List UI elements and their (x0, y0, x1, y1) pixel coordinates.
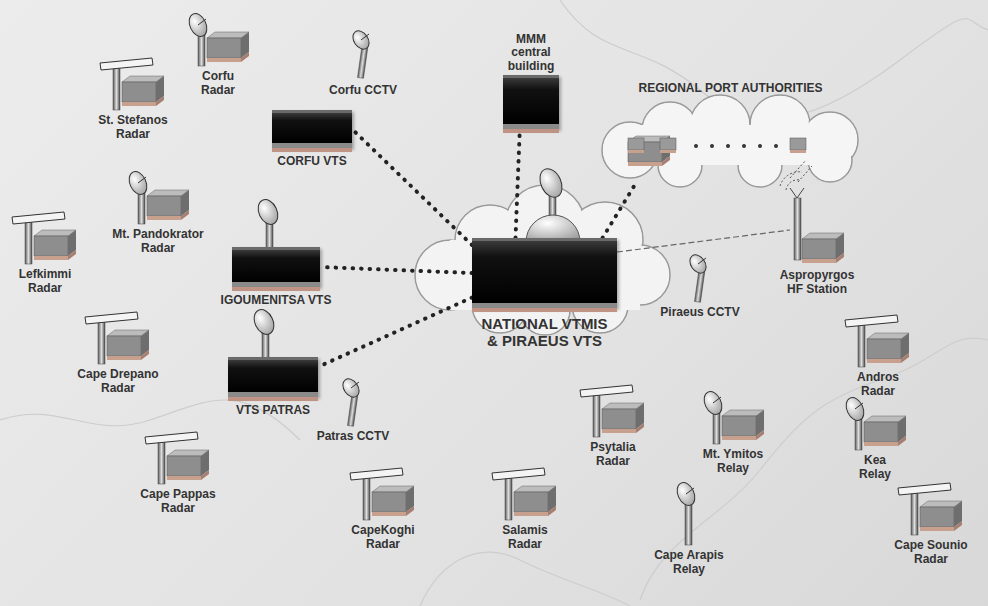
port-offices (628, 138, 806, 150)
station-node: Mt. Ymitos Relay (700, 392, 766, 444)
node-label: Psytalia Radar (583, 441, 643, 469)
node-label: Piraeus CCTV (650, 306, 750, 320)
node-label: Cape Sounio Radar (889, 539, 973, 567)
node-label: NATIONAL VTMIS & PIRAEUS VTS (477, 315, 613, 350)
radar-icon (186, 11, 249, 66)
dotted-link (318, 298, 472, 368)
ellipsis-dots (694, 144, 778, 148)
station-node: Cape Arapis Relay (673, 483, 705, 545)
dotted-link (516, 129, 520, 238)
node-label: Mt. Ymitos Relay (693, 448, 773, 476)
station-node: Corfu CCTV (343, 28, 383, 80)
radar-icon (845, 315, 909, 367)
node-label: Andros Radar (853, 371, 903, 399)
station-node: Kea Relay (842, 398, 908, 450)
dotted-link (320, 267, 472, 273)
hf-station-icon (780, 160, 844, 263)
node-label: Corfu CCTV (318, 84, 408, 98)
station-node: Mt. Pandokrator Radar (125, 172, 191, 224)
cloud-region: REGIONAL PORT AUTHORITIES (598, 100, 863, 180)
relay-icon (843, 395, 906, 450)
vts-center-box: VTS PATRAS (228, 357, 318, 397)
dotted-link (603, 180, 638, 238)
node-label: CapeKoghi Radar (343, 524, 423, 552)
node-label: CORFU VTS (252, 155, 372, 169)
station-node: Andros Radar (845, 315, 911, 367)
station-icons (12, 11, 962, 545)
station-node: Aspropyrgos HF Station (790, 195, 844, 265)
node-label: Patras CCTV (303, 430, 403, 444)
dotted-link (617, 230, 790, 252)
central-cloud (415, 185, 670, 335)
vts-center-box: NATIONAL VTMIS & PIRAEUS VTS (472, 238, 617, 308)
node-label: IGOUMENITSA VTS (211, 294, 341, 308)
node-label: Salamis Radar (495, 524, 555, 552)
radar-icon (580, 385, 644, 437)
radar-icon (85, 312, 149, 364)
regional-cloud (602, 95, 858, 187)
radar-icon (145, 432, 209, 484)
station-node: Salamis Radar (492, 468, 558, 520)
node-label: Cape Drepano Radar (73, 368, 163, 396)
dotted-link (352, 129, 472, 245)
station-node: Cape Drepano Radar (85, 312, 151, 364)
radar-icon (100, 58, 164, 110)
radar-icon (350, 468, 414, 520)
cctv-icon (340, 376, 363, 426)
node-label: Cape Pappas Radar (133, 488, 223, 516)
node-label: VTS PATRAS (213, 404, 333, 418)
station-node: St. Stefanos Radar (100, 58, 166, 110)
station-node: Piraeus CCTV (680, 252, 720, 302)
station-node: CapeKoghi Radar (350, 468, 416, 520)
cctv-icon (687, 252, 710, 302)
radar-icon (898, 483, 962, 535)
node-label: Corfu Radar (196, 70, 241, 98)
radar-icon (492, 468, 556, 520)
station-node: Patras CCTV (333, 376, 373, 426)
vts-center-box: MMM central building (503, 75, 559, 129)
station-node: Psytalia Radar (580, 385, 646, 437)
node-label: MMM central building (500, 33, 562, 74)
node-label: Cape Arapis Relay (647, 549, 731, 577)
cctv-icon (350, 28, 373, 78)
node-label: Lefkimmi Radar (10, 268, 80, 296)
node-label: St. Stefanos Radar (91, 114, 175, 142)
station-node: Cape Sounio Radar (898, 483, 964, 535)
node-label: Aspropyrgos HF Station (775, 269, 859, 297)
station-node: Cape Pappas Radar (145, 432, 211, 484)
radar-icon (12, 212, 76, 264)
vts-center-box: IGOUMENITSA VTS (232, 247, 320, 287)
node-label: REGIONAL PORT AUTHORITIES (601, 82, 861, 96)
relay-icon (701, 389, 764, 444)
vts-center-box: CORFU VTS (272, 110, 352, 148)
station-node: Lefkimmi Radar (12, 212, 78, 264)
node-label: Kea Relay (851, 454, 899, 482)
radar-icon (126, 169, 189, 224)
station-node: Corfu Radar (185, 14, 251, 66)
node-label: Mt. Pandokrator Radar (108, 228, 208, 256)
relay-icon (674, 480, 699, 545)
